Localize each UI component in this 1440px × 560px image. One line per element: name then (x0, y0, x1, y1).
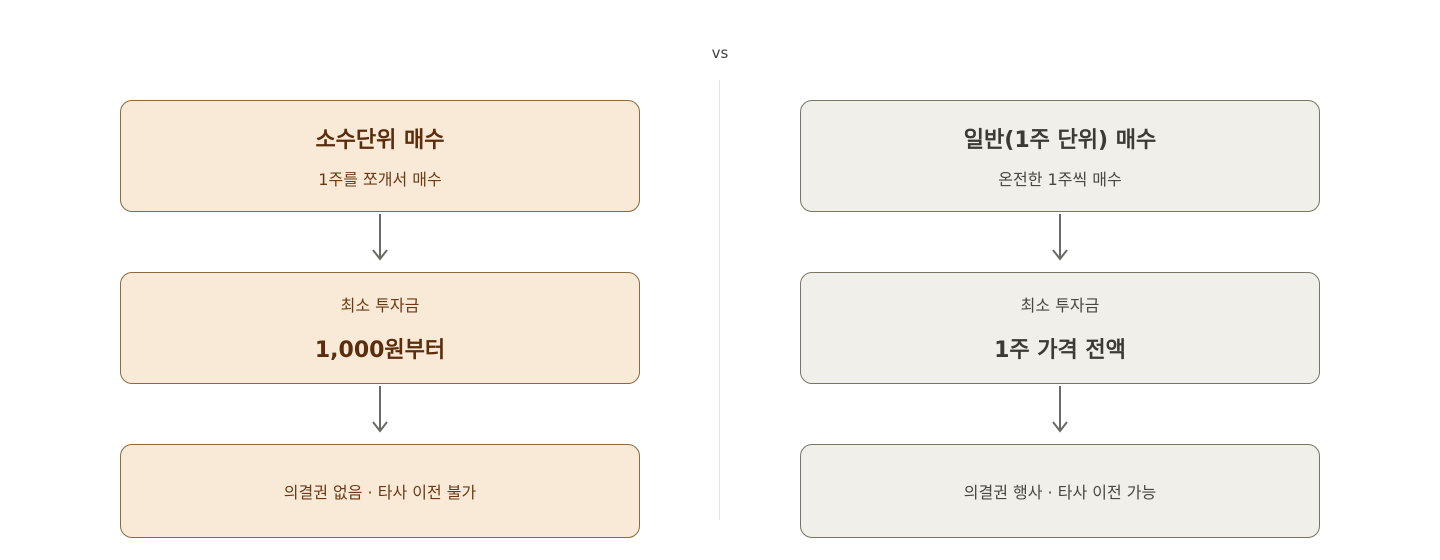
whole-share-purchase-box: 일반(1주 단위) 매수 온전한 1주씩 매수 (800, 100, 1320, 212)
down-arrow-icon (1052, 214, 1068, 261)
whole-share-rights-text: 의결권 행사 · 타사 이전 가능 (963, 483, 1157, 502)
whole-share-min-investment-box: 최소 투자금 1주 가격 전액 (800, 272, 1320, 384)
whole-share-purchase-subtitle: 온전한 1주씩 매수 (998, 170, 1122, 189)
whole-share-min-investment-value: 1주 가격 전액 (994, 338, 1126, 363)
fractional-min-investment-box: 최소 투자금 1,000원부터 (120, 272, 640, 384)
whole-share-min-investment-label: 최소 투자금 (1020, 296, 1100, 315)
fractional-min-investment-label: 최소 투자금 (340, 296, 420, 315)
whole-share-purchase-column: 일반(1주 단위) 매수 온전한 1주씩 매수 최소 투자금 1주 가격 전액 … (800, 0, 1320, 560)
fractional-purchase-title: 소수단위 매수 (315, 128, 445, 153)
fractional-purchase-subtitle: 1주를 쪼개서 매수 (318, 170, 442, 189)
down-arrow-icon (372, 214, 388, 261)
center-divider (719, 80, 720, 520)
fractional-rights-text: 의결권 없음 · 타사 이전 불가 (283, 483, 477, 502)
whole-share-purchase-title: 일반(1주 단위) 매수 (963, 128, 1157, 153)
down-arrow-icon (372, 386, 388, 433)
fractional-purchase-box: 소수단위 매수 1주를 쪼개서 매수 (120, 100, 640, 212)
fractional-min-investment-value: 1,000원부터 (314, 338, 446, 363)
fractional-purchase-column: 소수단위 매수 1주를 쪼개서 매수 최소 투자금 1,000원부터 의결권 없… (120, 0, 640, 560)
vs-label: vs (711, 44, 729, 62)
down-arrow-icon (1052, 386, 1068, 433)
fractional-rights-box: 의결권 없음 · 타사 이전 불가 (120, 444, 640, 538)
whole-share-rights-box: 의결권 행사 · 타사 이전 가능 (800, 444, 1320, 538)
